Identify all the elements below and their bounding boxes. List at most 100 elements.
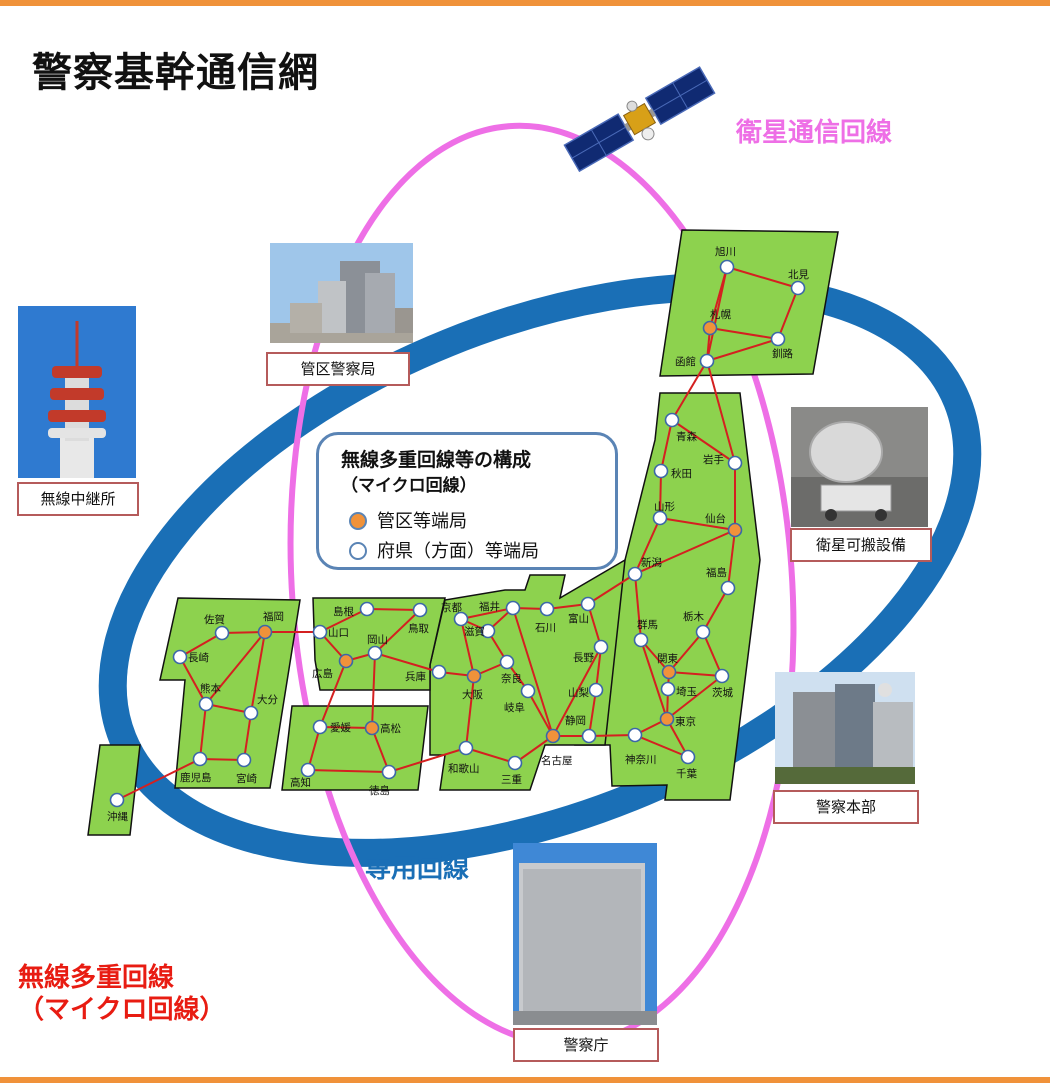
station-label: 富山	[568, 612, 589, 625]
prefectural-station-marker	[172, 649, 188, 665]
prefectural-station-marker	[192, 751, 208, 767]
station-label: 新潟	[641, 556, 662, 569]
microwave-line-label: 無線多重回線 （マイクロ回線）	[18, 962, 225, 1026]
relay-station-photo	[18, 306, 136, 478]
legend-subheading: （マイクロ回線）	[341, 476, 477, 496]
link-line	[388, 747, 467, 773]
prefectural-station-marker	[593, 639, 609, 655]
station-label: 島根	[333, 605, 354, 618]
link-line	[777, 287, 799, 340]
prefectural-hq-photo	[775, 672, 915, 784]
prefectural-station-marker	[367, 645, 383, 661]
prefectural-station-marker	[627, 566, 643, 582]
prefectural-station-marker	[664, 412, 680, 428]
prefectural-station-marker	[109, 792, 125, 808]
station-label: 秋田	[671, 467, 692, 480]
map-kyushu	[159, 597, 301, 789]
station-label: 熊本	[200, 682, 221, 695]
station-label: 北見	[788, 269, 809, 281]
link-lines	[116, 266, 799, 801]
regional-station-marker	[349, 512, 367, 530]
link-line	[205, 703, 252, 714]
dedicated-line-label: 専用回線	[365, 854, 470, 884]
station-label: 三重	[501, 773, 522, 786]
prefectural-station-marker	[458, 740, 474, 756]
prefectural-station-marker	[790, 280, 806, 296]
prefectural-station-marker	[695, 624, 711, 640]
link-line	[371, 727, 390, 773]
link-line	[374, 652, 440, 673]
station-label: 神奈川	[625, 753, 657, 766]
station-label: 仙台	[705, 512, 726, 525]
prefectural-station-marker	[727, 455, 743, 471]
station-label: 広島	[312, 667, 333, 680]
station-label: 山形	[654, 501, 675, 513]
legend-item-prefectural: 府県（方面）等端局	[349, 537, 539, 563]
regional-station-marker	[727, 522, 743, 538]
station-label: 名古屋	[541, 754, 573, 767]
portable-satellite-photo	[791, 407, 928, 527]
prefectural-station-marker	[699, 353, 715, 369]
legend-item-regional-label: 管区等端局	[377, 511, 467, 532]
prefectural-station-marker	[588, 682, 604, 698]
npa-caption: 警察庁	[513, 1028, 659, 1062]
station-label: 和歌山	[448, 762, 480, 775]
station-label: 愛媛	[330, 721, 351, 734]
prefectural-station-marker	[627, 727, 643, 743]
link-line	[634, 734, 689, 758]
link-line	[319, 608, 368, 633]
link-line	[726, 266, 799, 289]
station-label: 山梨	[568, 686, 589, 699]
station-label: 関東	[657, 652, 678, 665]
prefectural-station-marker	[300, 762, 316, 778]
station-label: 静岡	[565, 714, 586, 727]
link-line	[199, 703, 207, 760]
link-line	[319, 660, 347, 728]
station-label: 栃木	[683, 610, 704, 623]
map-honshu-central	[429, 558, 626, 791]
satellite-icon	[563, 66, 716, 173]
regional-station-marker	[364, 720, 380, 736]
link-line	[666, 675, 723, 720]
link-line	[371, 652, 376, 729]
regional-station-marker	[702, 320, 718, 336]
satellite-line-label: 衛星通信回線	[736, 118, 893, 148]
link-line	[702, 631, 723, 677]
station-label: 福井	[479, 600, 500, 613]
link-line	[640, 639, 668, 720]
dedicated-line-ring	[98, 273, 982, 867]
prefectural-station-marker	[580, 596, 596, 612]
prefectural-station-marker	[719, 259, 735, 275]
station-label: 函館	[675, 355, 696, 368]
prefectural-station-marker	[633, 632, 649, 648]
station-label: 埼玉	[676, 685, 697, 698]
link-line	[512, 607, 554, 737]
link-line	[671, 419, 736, 464]
station-label: 宮崎	[236, 772, 257, 785]
link-line	[465, 747, 516, 764]
top-accent-bar	[0, 0, 1050, 6]
prefectural-station-marker	[198, 696, 214, 712]
microwave-line-label-sub: （マイクロ回線）	[18, 995, 226, 1025]
station-label: 長野	[573, 652, 594, 664]
prefectural-station-marker	[507, 755, 523, 771]
map-okinawa	[87, 744, 141, 836]
link-line	[634, 529, 736, 575]
prefectural-station-marker	[520, 683, 536, 699]
link-line	[668, 671, 723, 677]
station-label: 札幌	[710, 308, 731, 321]
link-line	[374, 609, 421, 654]
station-label: 茨城	[712, 686, 733, 699]
regional-station-marker	[338, 653, 354, 669]
station-label: 石川	[535, 622, 556, 634]
link-line	[199, 758, 245, 761]
prefectural-station-marker	[431, 664, 447, 680]
link-line	[243, 712, 252, 761]
station-label: 福島	[706, 566, 727, 579]
legend-item-regional: 管区等端局	[349, 507, 467, 533]
link-line	[706, 266, 728, 362]
link-line	[460, 607, 514, 620]
link-line	[660, 419, 673, 472]
link-line	[706, 338, 779, 362]
link-line	[706, 360, 736, 464]
